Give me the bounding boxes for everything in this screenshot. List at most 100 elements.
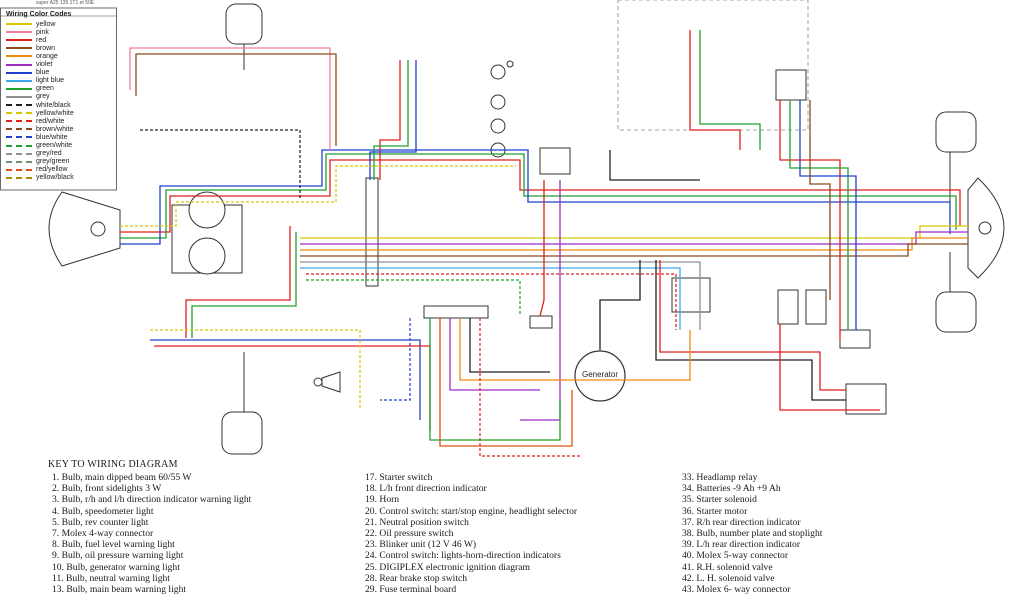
- key-item: 33. Headlamp relay: [682, 472, 758, 483]
- connector-strip: [423, 305, 489, 319]
- key-item: 39. L/h rear direction indicator: [682, 539, 801, 551]
- legend-item: grey: [6, 93, 50, 101]
- key-item: 43. Molex 6- way connector: [682, 584, 791, 596]
- legend-item: green/white: [6, 142, 72, 150]
- key-item: 22. Oil pressure switch: [365, 528, 454, 540]
- front-headlamp-left: [48, 191, 121, 267]
- legend-swatch: [6, 39, 32, 42]
- legend-swatch: [6, 128, 32, 131]
- battery-1: [777, 289, 799, 325]
- key-item: 20. Control switch: start/stop engine, h…: [365, 505, 578, 517]
- key-item: 1. Bulb, main dipped beam 60/55 W: [52, 472, 192, 483]
- key-item: 37. R/h rear direction indicator: [682, 516, 801, 528]
- starter-motor: [845, 383, 887, 415]
- key-item: 23. Blinker unit (12 V 46 W): [365, 539, 477, 551]
- legend-swatch: [6, 176, 32, 179]
- legend-label: grey: [36, 93, 50, 101]
- legend-label: pink: [36, 28, 49, 36]
- key-item: 8. Bulb, fuel level warning light: [52, 539, 175, 551]
- legend-item: grey/green: [6, 158, 69, 166]
- legend-swatch: [6, 79, 32, 82]
- key-item: 25. DIGIPLEX electronic ignition diagram: [365, 561, 530, 573]
- legend-label: white/black: [36, 101, 71, 109]
- legend-swatch: [6, 136, 32, 139]
- legend-item: red: [6, 36, 46, 44]
- legend-swatch: [6, 63, 32, 66]
- key-item: 28. Rear brake stop switch: [365, 572, 468, 584]
- rear-lamp-right: [967, 177, 1005, 279]
- key-item: 36. Starter motor: [682, 505, 748, 517]
- legend-item: orange: [6, 52, 58, 60]
- battery-2: [805, 289, 827, 325]
- legend-item: grey/red: [6, 150, 62, 158]
- legend-swatch: [6, 95, 32, 98]
- legend-label: grey/green: [36, 158, 70, 166]
- rectifier: [671, 277, 711, 313]
- legend-item: violet: [6, 61, 52, 69]
- key-item: 42. L. H. solenoid valve: [682, 572, 775, 584]
- legend-swatch: [6, 71, 32, 74]
- key-item: 9. Bulb, oil pressure warning light: [52, 550, 184, 562]
- key-item: 7. Molex 4-way connector: [52, 528, 154, 540]
- key-item: 29. Fuse terminal board: [365, 584, 457, 596]
- legend-header-note: super A25 135 1T1 et 50E: [36, 0, 95, 6]
- legend-item: red/yellow: [6, 166, 68, 174]
- legend-swatch: [6, 120, 32, 123]
- legend-swatch: [6, 144, 32, 147]
- legend-label: brown/white: [36, 125, 74, 133]
- legend-label: red/white: [36, 117, 65, 125]
- legend-swatch: [6, 104, 32, 106]
- key-item: 35. Starter solenoid: [682, 494, 757, 506]
- starter-solenoid: [839, 329, 871, 349]
- key-item: 24. Control switch: lights-horn-directio…: [365, 550, 561, 562]
- indicator-front-left-bottom: [221, 411, 263, 455]
- legend-item: red/white: [6, 117, 64, 125]
- legend-item: white/black: [6, 101, 71, 109]
- legend-item: light blue: [6, 77, 64, 85]
- legend-item: yellow/black: [6, 174, 74, 182]
- legend-item: brown/white: [6, 125, 73, 133]
- indicator-rear-right-top: [935, 111, 977, 153]
- legend-label: red/yellow: [36, 166, 68, 174]
- legend-item: blue/white: [6, 133, 68, 141]
- legend-item: blue: [6, 69, 49, 77]
- key-item: 21. Neutral position switch: [365, 516, 469, 528]
- legend-frame: [0, 7, 117, 191]
- legend-swatch: [6, 160, 32, 163]
- horn: [313, 371, 341, 393]
- generator-label: Generator: [581, 370, 619, 379]
- legend-item: brown: [6, 44, 55, 52]
- legend-label: green: [36, 85, 54, 93]
- legend-title: Wiring Color Codes: [6, 11, 72, 18]
- key-item: 40. Molex 5-way connector: [682, 550, 789, 562]
- connector-block: [775, 69, 807, 101]
- regulator: [529, 315, 553, 329]
- legend-label: yellow/white: [36, 109, 74, 117]
- legend-label: orange: [36, 52, 58, 60]
- key-item: 13. Bulb, main beam warning light: [52, 584, 187, 596]
- legend-swatch: [6, 47, 32, 50]
- key-title: KEY TO WIRING DIAGRAM: [48, 459, 178, 470]
- legend-label: blue/white: [36, 133, 68, 141]
- legend-label: green/white: [36, 142, 73, 149]
- key-item: 10. Bulb, generator warning light: [52, 561, 180, 573]
- legend-swatch: [6, 112, 32, 115]
- key-item: 3. Bulb, r/h and l/h direction indicator…: [52, 494, 252, 506]
- key-item: 4. Bulb, speedometer light: [52, 505, 154, 517]
- legend-swatch: [6, 31, 32, 34]
- key-item: 38. Bulb, number plate and stoplight: [682, 528, 823, 540]
- legend-swatch: [6, 23, 32, 25]
- key-item: 18. L/h front direction indicator: [365, 483, 487, 495]
- legend-item: pink: [6, 28, 49, 36]
- legend-label: yellow: [36, 20, 56, 28]
- key-item: 2. Bulb, front sidelights 3 W: [52, 483, 162, 495]
- key-item: 19. Horn: [365, 494, 400, 506]
- legend-swatch: [6, 152, 32, 155]
- key-item: 34. Batteries -9 Ah +9 Ah: [682, 483, 781, 495]
- generator: [574, 350, 626, 402]
